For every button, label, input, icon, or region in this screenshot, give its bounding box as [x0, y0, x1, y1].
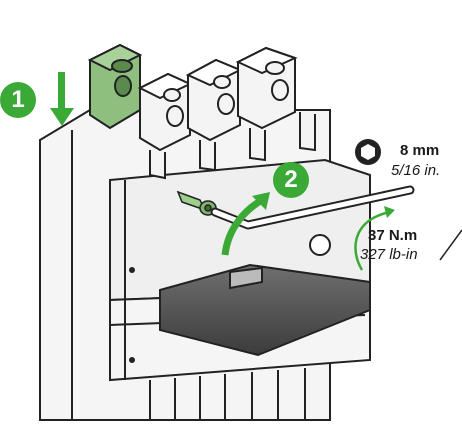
torque-arrow — [354, 206, 462, 271]
terminal-2 — [137, 72, 193, 152]
hex-key — [210, 185, 415, 230]
terminal-3 — [185, 58, 243, 142]
terminal-fins — [149, 112, 316, 180]
hex-size-label: 8 mm — [400, 142, 440, 159]
operating-handle — [159, 263, 371, 357]
step-1-badge: 1 — [0, 82, 36, 118]
hex-size-inch-label: 5/16 in. — [391, 162, 441, 179]
terminal-4 — [235, 46, 298, 130]
hex-key-icon — [355, 139, 381, 165]
screw-points — [129, 234, 331, 363]
torque-lbin-label: 327 lb-in — [360, 246, 418, 263]
step1-arrow — [50, 72, 74, 126]
terminal-1 — [87, 43, 143, 130]
torque-nm-label: 37 N.m — [368, 227, 418, 244]
rotation-arrow-2 — [221, 192, 270, 256]
bottom-terminals — [149, 366, 331, 420]
step-2-badge: 2 — [273, 162, 309, 198]
